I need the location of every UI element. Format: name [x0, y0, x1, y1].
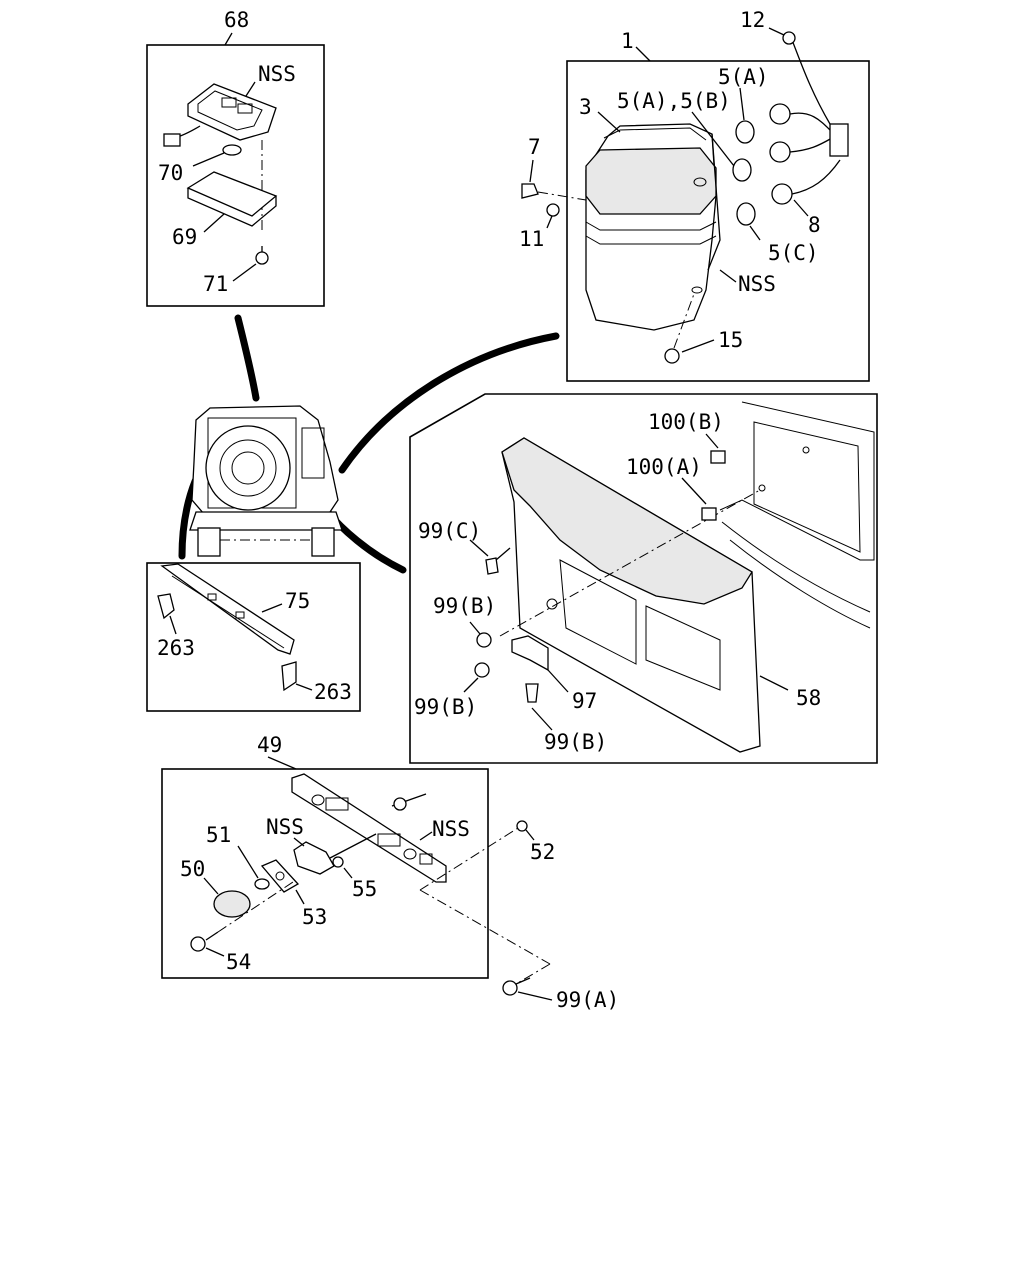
group-75-reflector: 75 263 263: [146, 562, 361, 712]
label-12: 12: [740, 8, 765, 32]
label-1: 1: [621, 29, 634, 53]
box-49: [161, 768, 489, 979]
lens-50-part: [213, 890, 251, 918]
group-58-garnish: 58 100(B) 100(A) 99(C) 99(B) 99(B) 99(B)…: [409, 393, 878, 764]
screw-71-part: [255, 251, 269, 265]
label-5a5b: 5(A),5(B): [617, 89, 731, 113]
label-99c: 99(C): [418, 519, 481, 543]
gasket-53-part: [260, 859, 300, 893]
label-263-2: 263: [314, 680, 352, 704]
label-nss-49b: NSS: [432, 817, 470, 841]
label-nss-49a: NSS: [266, 815, 304, 839]
nut-15-part: [664, 348, 680, 364]
screw-99c-part: [485, 557, 499, 575]
clip-100a-part: [701, 507, 717, 521]
socket-part: [769, 103, 791, 125]
bulb-5b-part: [732, 158, 752, 182]
screw-54-part: [190, 936, 206, 952]
label-70: 70: [158, 161, 183, 185]
screw-99b-3-part: [525, 683, 539, 703]
label-68: 68: [224, 8, 249, 32]
label-99b-2: 99(B): [414, 695, 477, 719]
label-nss-68: NSS: [258, 62, 296, 86]
clip-52-part: [516, 820, 528, 832]
label-99b-1: 99(B): [433, 594, 496, 618]
group-49-license-lamp: 49 NSS NSS 55 53 51 50: [161, 733, 555, 985]
screw-99b-2-part: [474, 662, 490, 678]
label-54: 54: [226, 950, 251, 974]
label-5c: 5(C): [768, 241, 819, 265]
label-7: 7: [528, 135, 541, 159]
label-53: 53: [302, 905, 327, 929]
bulb-51-part: [254, 878, 270, 890]
label-69: 69: [172, 225, 197, 249]
label-75: 75: [285, 589, 310, 613]
label-51: 51: [206, 823, 231, 847]
lamp-base-part: [187, 83, 277, 141]
label-71: 71: [203, 272, 228, 296]
label-263-1: 263: [157, 636, 195, 660]
harness-connector: [829, 123, 849, 157]
license-garnish-part: [291, 773, 447, 883]
label-49: 49: [257, 733, 282, 757]
washer-11-part: [546, 203, 560, 217]
label-3: 3: [579, 95, 592, 119]
clip-12-part: [782, 31, 796, 45]
bracket-263-1-part: [157, 593, 175, 620]
clip-100b-part: [710, 450, 726, 464]
label-50: 50: [180, 857, 205, 881]
lamp-socket-part: [293, 841, 335, 875]
group-68-interior-lamp: 68 NSS 70 69 71: [146, 8, 325, 307]
screw-99a-part: [502, 980, 518, 996]
label-8: 8: [808, 213, 821, 237]
label-99a: 99(A): [556, 988, 619, 1012]
screw-7-part: [521, 183, 539, 199]
screw-99b-1-part: [476, 632, 492, 648]
label-100b: 100(B): [648, 410, 724, 434]
label-99b-3: 99(B): [544, 730, 607, 754]
reflector-75-part: [160, 563, 295, 655]
box-1: [566, 60, 870, 382]
label-5a-top: 5(A): [718, 65, 769, 89]
spare-tire: [205, 425, 291, 511]
bulb-5a-part: [735, 120, 755, 144]
label-55: 55: [352, 877, 377, 901]
bulb-70-part: [222, 144, 242, 156]
label-58: 58: [796, 686, 821, 710]
bracket-263-2-part: [281, 661, 297, 692]
bulb-5c-part: [736, 202, 756, 226]
label-100a: 100(A): [626, 455, 702, 479]
lens-69-part: [186, 171, 278, 217]
label-97: 97: [572, 689, 597, 713]
seal-55-part: [332, 856, 344, 868]
group-1-rear-lamp: 1 3 5(A),5(B) 5(A) 5(C) 12 8: [519, 8, 870, 382]
label-nss-1: NSS: [738, 272, 776, 296]
connector-part: [163, 133, 181, 147]
label-11: 11: [519, 227, 544, 251]
label-52: 52: [530, 840, 555, 864]
label-15: 15: [718, 328, 743, 352]
box-68: [146, 44, 325, 307]
box-75: [146, 562, 361, 712]
box-58: [409, 393, 878, 764]
group-99a-screw: 99(A): [502, 977, 619, 1012]
vehicle-rear-view: [189, 405, 343, 557]
